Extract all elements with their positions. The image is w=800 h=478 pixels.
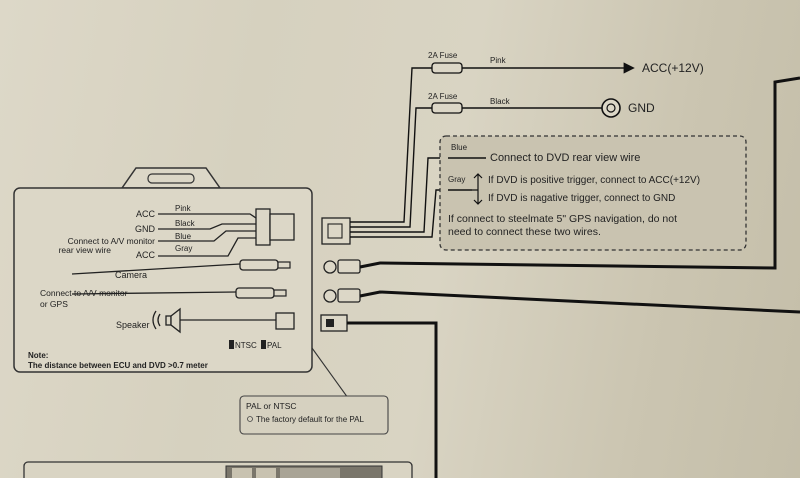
ground-ring-terminal bbox=[601, 98, 621, 118]
or-gps-label: or GPS bbox=[40, 299, 68, 309]
camera-label: Camera bbox=[115, 270, 147, 280]
monitor-gps-label: Connect to A/V monitor bbox=[40, 288, 128, 298]
gnd-label: GND bbox=[628, 101, 655, 115]
format-callout bbox=[239, 347, 389, 435]
camera-rca-plug bbox=[239, 259, 291, 271]
black-tag: Black bbox=[175, 219, 196, 228]
positive-trigger-note: If DVD is positive trigger, connect to A… bbox=[488, 175, 700, 186]
acc2-label: ACC bbox=[136, 250, 156, 260]
ecu-box bbox=[13, 187, 313, 373]
fuse-1-label: 2A Fuse bbox=[428, 51, 458, 60]
steelmate-note-line1: If connect to steelmate 5" GPS navigatio… bbox=[448, 213, 677, 225]
speaker-icon bbox=[152, 307, 181, 334]
dvd-harness-socket bbox=[321, 217, 351, 245]
callout-title: PAL or NTSC bbox=[246, 401, 297, 411]
acc-12v-label: ACC(+12V) bbox=[642, 61, 704, 75]
external-wires bbox=[347, 67, 800, 478]
pal-label: PAL bbox=[267, 341, 282, 350]
blue-wire-tag: Blue bbox=[451, 143, 468, 152]
gray-wire-tag: Gray bbox=[448, 175, 465, 184]
gnd-label: GND bbox=[135, 224, 156, 234]
gnd-wire-tag: Black bbox=[490, 97, 511, 106]
fuse-2-label: 2A Fuse bbox=[428, 92, 458, 101]
dvd-rca-socket-2 bbox=[323, 288, 361, 303]
monitor-rear-label: Connect to A/V monitor bbox=[68, 236, 156, 246]
fuse-1 bbox=[431, 62, 635, 74]
negative-trigger-note: If DVD is nagative trigger, connect to G… bbox=[488, 193, 675, 204]
harness-wires bbox=[71, 213, 278, 321]
blue-wire-description: Connect to DVD rear view wire bbox=[490, 152, 640, 164]
ecu-module bbox=[13, 167, 313, 373]
gray-tag: Gray bbox=[175, 244, 192, 253]
video-format-switch: NTSC PAL bbox=[229, 340, 282, 350]
steelmate-note-line2: need to connect these two wires. bbox=[448, 226, 601, 238]
callout-text: The factory default for the PAL bbox=[256, 415, 364, 424]
speaker-label: Speaker bbox=[116, 320, 150, 330]
note-bullet-icon bbox=[247, 416, 253, 422]
fuse-2 bbox=[431, 98, 621, 118]
rear-view-wire-label: rear view wire bbox=[59, 245, 112, 255]
acc-wire-tag: Pink bbox=[490, 56, 507, 65]
blue-tag: Blue bbox=[175, 232, 192, 241]
harness-connector bbox=[255, 208, 295, 246]
acc-label: ACC bbox=[136, 209, 156, 219]
trigger-branch-brace bbox=[472, 173, 483, 205]
trigger-info-box bbox=[439, 135, 747, 251]
ntsc-label: NTSC bbox=[235, 341, 257, 350]
monitor-rca-plug bbox=[235, 287, 287, 299]
dvd-head-unit bbox=[23, 461, 413, 478]
note-text: The distance between ECU and DVD >0.7 me… bbox=[28, 361, 208, 370]
speaker-plug bbox=[275, 312, 295, 330]
note-title: Note: bbox=[28, 351, 48, 360]
dvd-rca-socket-1 bbox=[323, 259, 361, 274]
dvd-speaker-socket bbox=[320, 314, 348, 332]
pink-tag: Pink bbox=[175, 204, 192, 213]
